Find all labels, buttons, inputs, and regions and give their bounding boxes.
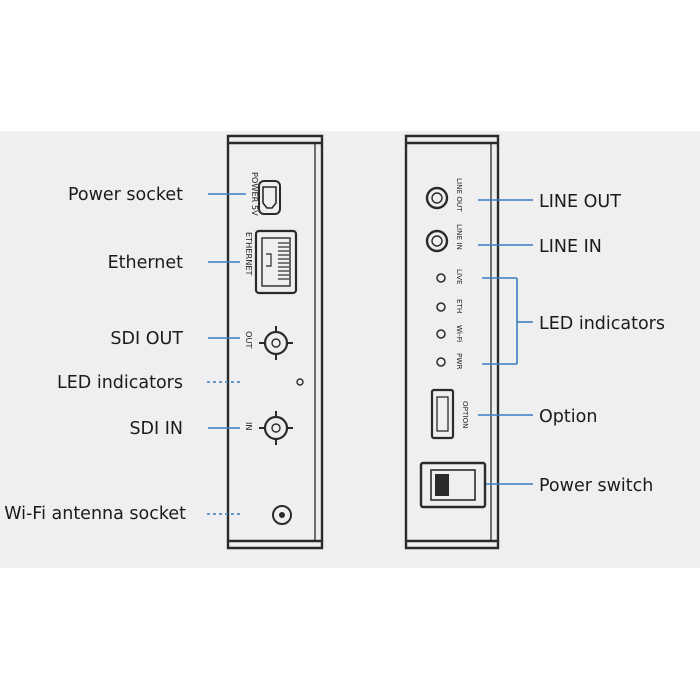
led-eth	[436, 302, 446, 312]
port-label-pwr: PWR	[455, 353, 464, 369]
port-label-line-out: LINE OUT	[455, 178, 464, 212]
right-device-panel	[404, 134, 500, 550]
power-socket	[258, 180, 281, 215]
diagram-background	[0, 131, 700, 568]
led-live	[436, 273, 446, 283]
port-label-live: LIVE	[455, 269, 464, 285]
line-in-jack	[425, 229, 449, 253]
port-label-wifi: Wi-Fi	[455, 325, 464, 342]
label-line-in: LINE IN	[539, 237, 602, 257]
leader-led-right	[482, 277, 533, 365]
led-wifi	[436, 329, 446, 339]
ethernet-pins	[278, 242, 289, 280]
left-device-panel	[226, 134, 324, 550]
port-label-out: OUT	[244, 331, 254, 349]
label-led-indicators-left: LED indicators	[57, 373, 183, 393]
ethernet-port	[254, 229, 298, 295]
option-port	[430, 388, 455, 440]
port-label-line-in: LINE IN	[455, 224, 464, 250]
power-switch	[419, 461, 487, 509]
label-sdi-out: SDI OUT	[110, 329, 183, 349]
label-line-out: LINE OUT	[539, 192, 621, 212]
right-panel-body	[404, 134, 500, 550]
label-ethernet: Ethernet	[108, 253, 184, 273]
label-power-socket: Power socket	[68, 185, 183, 205]
port-label-power: POWER 5V	[250, 172, 260, 216]
sdi-in-connector	[259, 411, 293, 445]
wifi-antenna-socket	[272, 505, 292, 525]
led-pwr	[436, 357, 446, 367]
sdi-out-connector	[259, 326, 293, 360]
port-label-ethernet: ETHERNET	[244, 232, 254, 276]
label-led-indicators-right: LED indicators	[539, 314, 665, 334]
label-wifi-antenna-socket: Wi-Fi antenna socket	[4, 504, 186, 524]
right-led-indicators	[436, 273, 446, 367]
label-power-switch: Power switch	[539, 476, 653, 496]
port-label-option: OPTION	[461, 401, 470, 429]
port-label-in: IN	[244, 422, 254, 431]
label-sdi-in: SDI IN	[129, 419, 183, 439]
left-led-indicator	[296, 378, 304, 386]
port-label-eth: ETH	[455, 299, 464, 313]
left-panel-body	[226, 134, 324, 550]
line-out-jack	[425, 186, 449, 210]
label-option: Option	[539, 407, 597, 427]
